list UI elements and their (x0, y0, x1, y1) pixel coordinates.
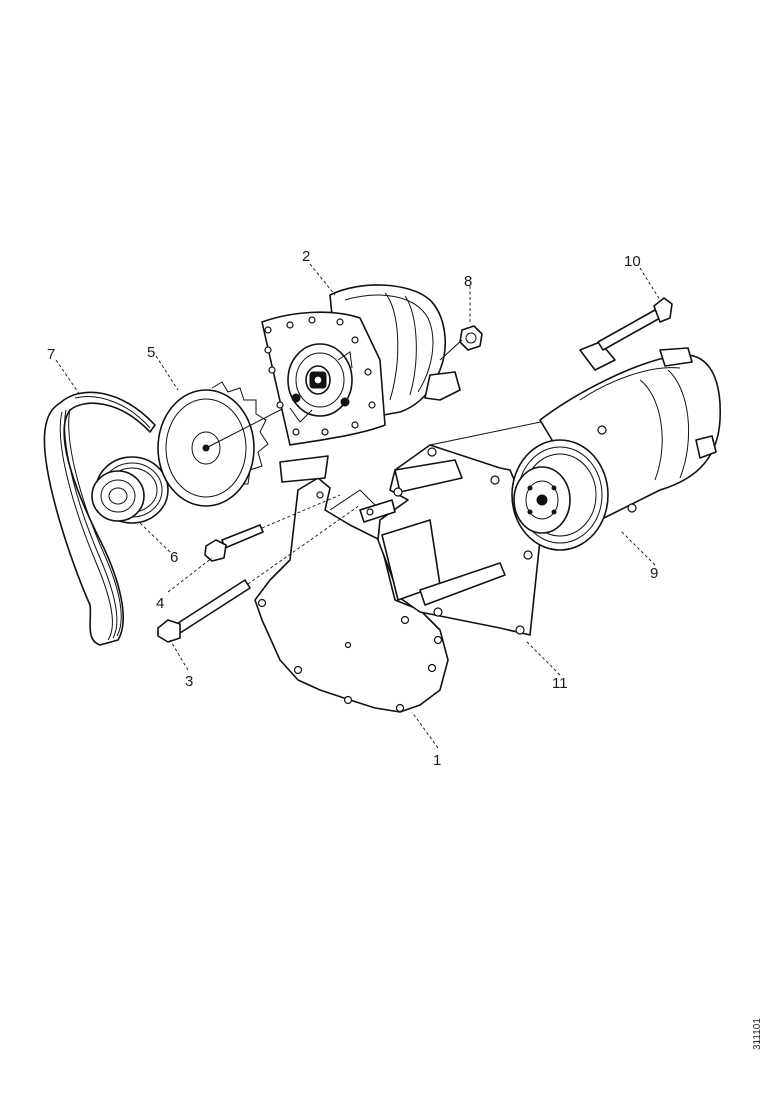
long-bolt (157, 504, 361, 643)
mounting-plate (254, 455, 449, 713)
callout-5: 5 (147, 344, 155, 361)
callout-8: 8 (464, 273, 472, 290)
callout-7: 7 (47, 346, 55, 363)
tension-pulley (91, 456, 169, 524)
drive-belt (43, 391, 156, 646)
callout-9: 9 (650, 565, 658, 582)
callout-11: 11 (552, 675, 568, 692)
callout-1: 1 (433, 752, 441, 769)
alternator (261, 284, 461, 446)
ac-compressor (511, 341, 721, 551)
nut (439, 325, 483, 361)
callout-10: 10 (624, 253, 641, 270)
short-bolt (204, 494, 341, 562)
callout-3: 3 (185, 673, 193, 690)
callout-6: 6 (170, 549, 178, 566)
callouts: 1 2 3 4 5 6 7 8 9 10 11 (47, 248, 658, 769)
leader-lines (55, 263, 661, 749)
callout-4: 4 (156, 595, 164, 612)
compressor-bracket (359, 417, 561, 636)
callout-2: 2 (302, 248, 310, 265)
compressor-bolt (597, 297, 673, 351)
reference-code: 311101 (752, 1018, 763, 1050)
alternator-pulley (157, 381, 291, 507)
